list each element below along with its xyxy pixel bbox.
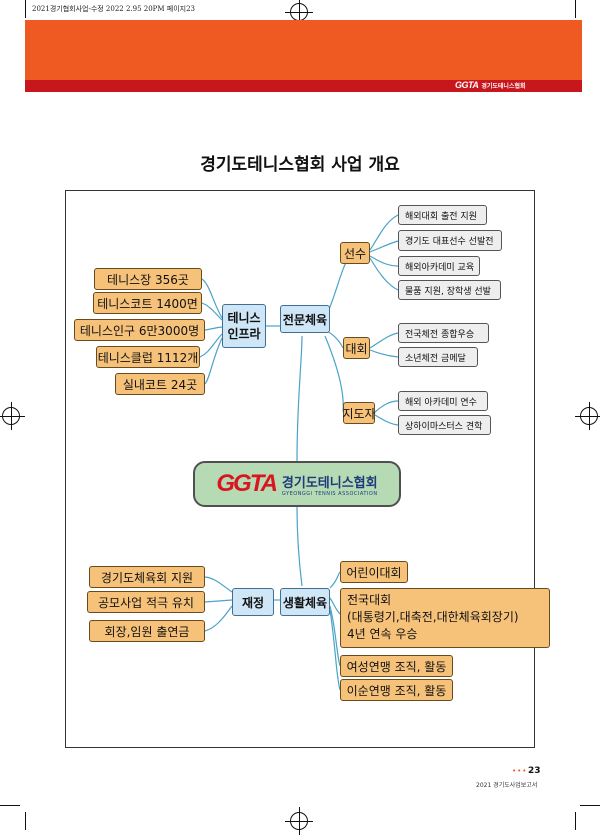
- hub-infra-line2: 인프라: [227, 327, 261, 341]
- national-line2: (대통령기,대축전,대한체육회장기): [347, 610, 519, 624]
- page-title: 경기도테니스협회 사업 개요: [200, 155, 400, 175]
- competition-item: 전국체전 종합우승: [398, 323, 489, 343]
- athlete-item: 경기도 대표선수 선발전: [398, 230, 502, 251]
- coach-item: 해외 아카데미 연수: [398, 391, 488, 411]
- report-name: 2021 경기도사업보고서: [476, 782, 538, 789]
- branch-coach: 지도자: [342, 402, 376, 424]
- header-logo-name: 경기도테니스협회: [481, 82, 526, 90]
- center-logo-name: 경기도테니스협회 GYEONGGI TENNIS ASSOCIATION: [282, 472, 378, 497]
- athlete-item: 물품 지원, 장학생 선발: [398, 280, 501, 300]
- life-item-women: 여성연맹 조직, 활동: [340, 655, 453, 677]
- competition-item: 소년체전 금메달: [398, 347, 478, 367]
- center-name-ko: 경기도테니스협회: [281, 475, 378, 491]
- infra-item: 테니스코트 1400면: [93, 292, 202, 314]
- life-item-kids: 어린이대회: [340, 561, 408, 583]
- page-dots: •••: [512, 767, 528, 775]
- crop-mark-bottom-left-h: [0, 805, 20, 806]
- athlete-item: 해외대회 출전 지원: [398, 205, 487, 225]
- center-name-en: GYEONGGI TENNIS ASSOCIATION: [281, 490, 378, 497]
- page-number: 23: [528, 766, 541, 776]
- athlete-item: 해외아카데미 교육: [398, 256, 480, 276]
- header-logo: GGTA 경기도테니스협회: [455, 78, 526, 92]
- infra-item: 테니스인구 6만3000명: [74, 319, 205, 341]
- hub-pro-sports: 전문체육: [280, 305, 330, 333]
- registration-mark-right: [575, 402, 600, 430]
- life-item-elder: 이순연맹 조직, 활동: [340, 679, 453, 701]
- infra-item: 실내코트 24곳: [115, 373, 205, 395]
- finance-item: 회장,임원 출연금: [89, 620, 205, 642]
- header-logo-mark: GGTA: [455, 80, 479, 90]
- crop-mark-top-right: [575, 0, 576, 18]
- hub-infra-line1: 테니스: [227, 311, 261, 325]
- diagram-frame: [65, 190, 535, 748]
- crop-mark-bottom-left: [25, 812, 26, 830]
- finance-item: 경기도체육회 지원: [89, 566, 205, 588]
- finance-item: 공모사업 적극 유치: [87, 591, 205, 613]
- hub-infra: 테니스 인프라: [222, 304, 266, 348]
- infra-item: 테니스장 356곳: [94, 268, 202, 290]
- registration-mark-left: [0, 402, 25, 430]
- hub-finance: 재정: [232, 588, 274, 616]
- national-line3: 4년 연속 우승: [347, 627, 418, 641]
- header-stripe: [25, 80, 582, 92]
- national-line1: 전국대회: [347, 593, 392, 607]
- infra-item: 테니스클럽 1112개: [96, 346, 200, 368]
- crop-mark-top-left: [25, 0, 26, 18]
- branch-athlete: 선수: [340, 242, 370, 264]
- crop-mark-bottom-right: [575, 812, 576, 830]
- hub-life-sports: 생활체육: [280, 588, 330, 616]
- life-item-national: 전국대회 (대통령기,대축전,대한체육회장기) 4년 연속 우승: [340, 588, 550, 648]
- print-slug: 2021경기협회사업-수정 2022 2.95 20PM 페이지23: [32, 5, 196, 13]
- header-band: [25, 20, 582, 80]
- center-logo-mark: GGTA: [216, 470, 278, 497]
- branch-competition: 대회: [343, 337, 370, 359]
- crop-mark-bottom-right-h: [580, 805, 600, 806]
- coach-item: 상하이마스터스 견학: [398, 415, 491, 435]
- center-logo: GGTA 경기도테니스협회 GYEONGGI TENNIS ASSOCIATIO…: [193, 461, 401, 507]
